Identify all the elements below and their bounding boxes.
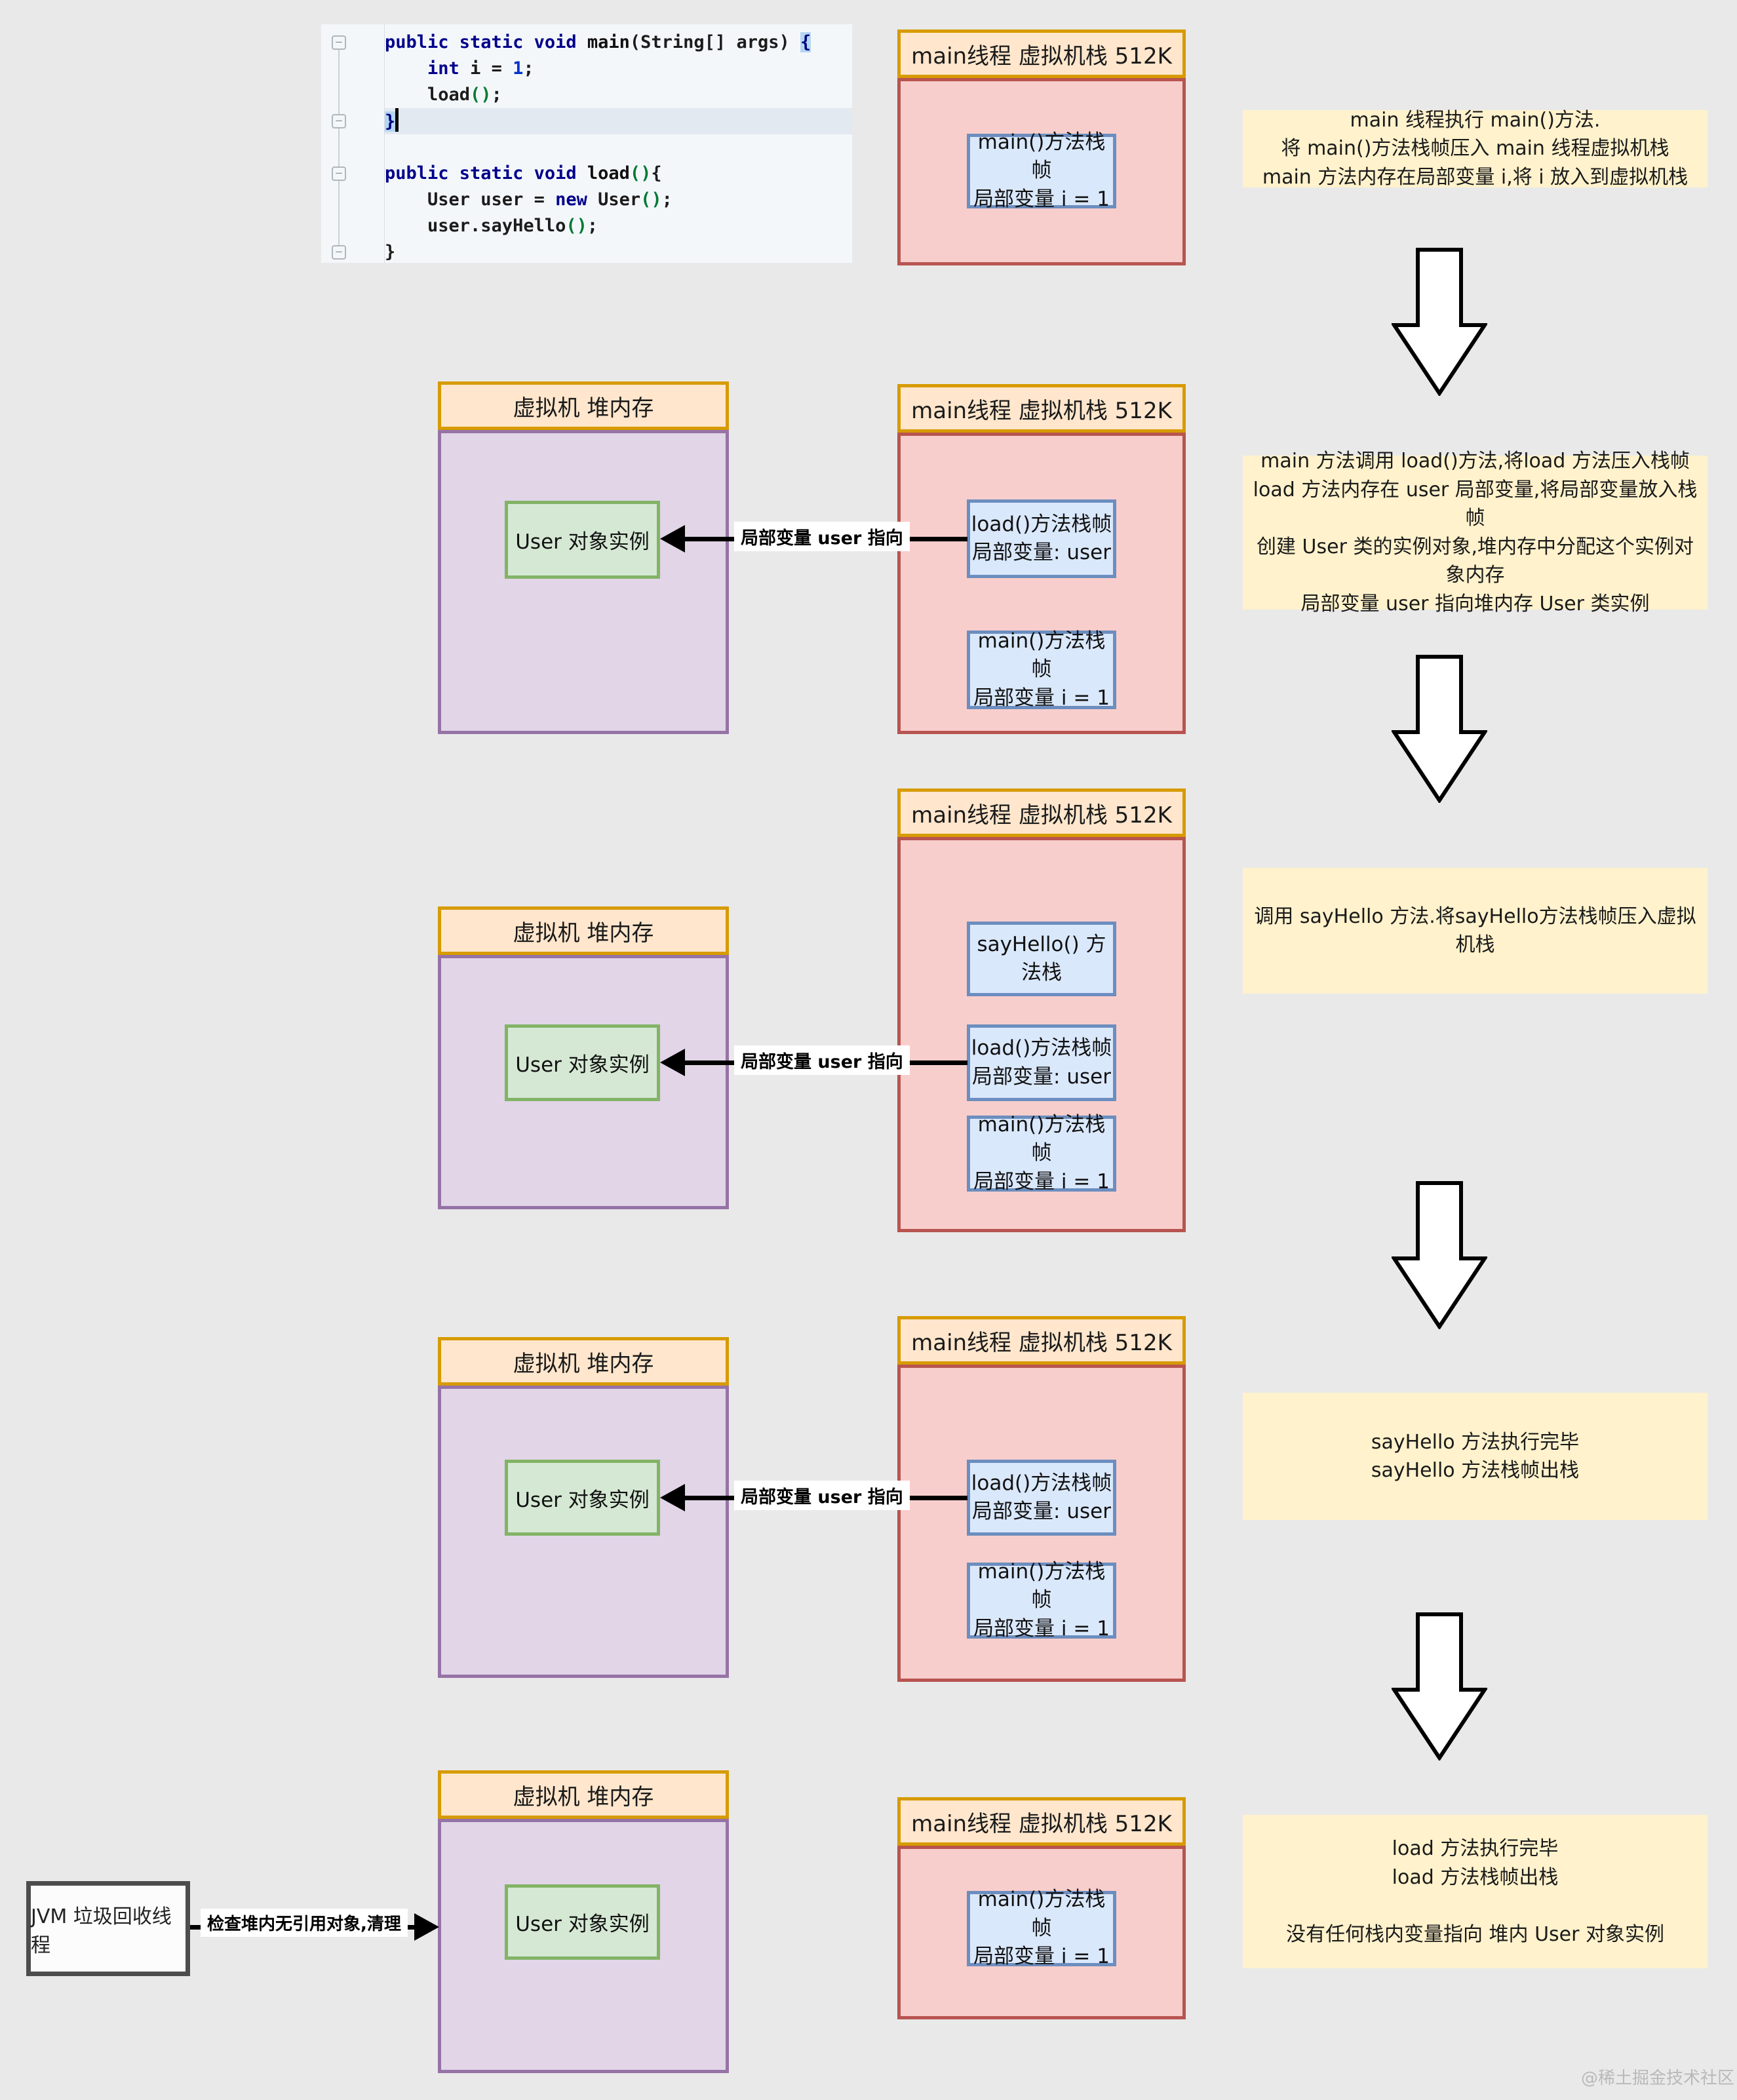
stack-frame-load: load()方法栈帧 局部变量: user	[967, 1024, 1116, 1101]
pointer-arrowhead	[660, 1049, 685, 1076]
code-fold-icon[interactable]: −	[332, 245, 346, 260]
note-step3: 调用 sayHello 方法.将sayHello方法栈帧压入虚拟机栈	[1243, 868, 1708, 994]
code-fold-icon[interactable]: −	[332, 35, 346, 50]
heap-object-user: User 对象实例	[505, 1884, 660, 1960]
heap-title: 虚拟机 堆内存	[438, 381, 729, 430]
stack-frame-load: load()方法栈帧 局部变量: user	[967, 1460, 1116, 1536]
heap-title: 虚拟机 堆内存	[438, 906, 729, 955]
code-line: public static void main(String[] args) {	[385, 32, 811, 52]
code-gutter: − − − −	[321, 24, 385, 263]
heap-object-user: User 对象实例	[505, 1460, 660, 1536]
down-arrow-icon	[1390, 1612, 1489, 1762]
code-fold-icon[interactable]: −	[332, 114, 346, 128]
heap-box-step5: 虚拟机 堆内存 User 对象实例	[438, 1770, 729, 2073]
code-line: }	[385, 242, 396, 262]
pointer-arrow-label: 局部变量 user 指向	[734, 1481, 910, 1510]
note-step5: load 方法执行完毕 load 方法栈帧出栈 没有任何栈内变量指向 堆内 Us…	[1243, 1815, 1708, 1968]
stack-box-step1: main线程 虚拟机栈 512K main()方法栈帧 局部变量 i = 1	[897, 29, 1186, 265]
down-arrow-icon	[1390, 655, 1489, 804]
stack-box-step4: main线程 虚拟机栈 512K load()方法栈帧 局部变量: user m…	[897, 1316, 1186, 1682]
code-line: user.sayHello();	[385, 216, 598, 236]
stack-title: main线程 虚拟机栈 512K	[897, 1797, 1186, 1846]
heap-body	[438, 1819, 729, 2073]
text-cursor	[395, 108, 399, 132]
note-step4: sayHello 方法执行完毕 sayHello 方法栈帧出栈	[1243, 1393, 1708, 1520]
heap-object-user: User 对象实例	[505, 501, 660, 579]
heap-title: 虚拟机 堆内存	[438, 1337, 729, 1386]
down-arrow-icon	[1390, 248, 1489, 397]
code-line: load();	[385, 85, 502, 105]
stack-frame-main: main()方法栈帧 局部变量 i = 1	[967, 1113, 1116, 1194]
code-editor[interactable]: − − − − public static void main(String[] ar…	[321, 24, 852, 263]
pointer-arrowhead	[660, 1484, 685, 1511]
stack-frame-main: main()方法栈帧 局部变量 i = 1	[967, 629, 1116, 710]
stack-frame-load: load()方法栈帧 局部变量: user	[967, 499, 1116, 578]
gc-thread-box: JVM 垃圾回收线程	[26, 1881, 190, 1976]
stack-title: main线程 虚拟机栈 512K	[897, 29, 1186, 78]
pointer-arrow-label: 局部变量 user 指向	[734, 522, 910, 551]
pointer-arrowhead	[660, 525, 685, 553]
watermark: @稀土掘金技术社区	[1580, 2069, 1734, 2088]
stack-title: main线程 虚拟机栈 512K	[897, 788, 1186, 837]
code-line	[385, 134, 852, 161]
code-lines: public static void main(String[] args) {…	[385, 29, 852, 265]
gc-arrow-label: 检查堆内无引用对象,清理	[201, 1909, 408, 1937]
stack-title: main线程 虚拟机栈 512K	[897, 1316, 1186, 1365]
stack-box-step3: main线程 虚拟机栈 512K sayHello() 方法栈 load()方法…	[897, 788, 1186, 1232]
code-line: }	[385, 108, 852, 134]
code-fold-icon[interactable]: −	[332, 166, 346, 181]
heap-box-step4: 虚拟机 堆内存 User 对象实例	[438, 1337, 729, 1678]
note-step2: main 方法调用 load()方法,将load 方法压入栈帧 load 方法内…	[1243, 450, 1708, 615]
stack-frame-sayhello: sayHello() 方法栈	[967, 922, 1116, 996]
gutter-fold-line	[338, 41, 340, 254]
stack-box-step5: main线程 虚拟机栈 512K main()方法栈帧 局部变量 i = 1	[897, 1797, 1186, 2019]
stack-title: main线程 虚拟机栈 512K	[897, 384, 1186, 433]
stack-box-step2: main线程 虚拟机栈 512K load()方法栈帧 局部变量: user m…	[897, 384, 1186, 734]
note-step1: main 线程执行 main()方法. 将 main()方法栈帧压入 main …	[1243, 109, 1708, 189]
code-line: User user = new User();	[385, 189, 673, 210]
down-arrow-icon	[1390, 1181, 1489, 1331]
heap-object-user: User 对象实例	[505, 1024, 660, 1101]
code-line: int i = 1;	[427, 58, 534, 79]
code-line: public static void load(){	[385, 163, 662, 184]
heap-body	[438, 430, 729, 734]
heap-box-step2: 虚拟机 堆内存 User 对象实例	[438, 381, 729, 734]
pointer-arrow-label: 局部变量 user 指向	[734, 1045, 910, 1075]
stack-frame-main: main()方法栈帧 局部变量 i = 1	[967, 130, 1116, 211]
stack-frame-main: main()方法栈帧 局部变量 i = 1	[967, 1560, 1116, 1641]
gc-arrowhead	[414, 1913, 439, 1941]
stack-frame-main: main()方法栈帧 局部变量 i = 1	[967, 1888, 1116, 1968]
heap-box-step3: 虚拟机 堆内存 User 对象实例	[438, 906, 729, 1209]
heap-title: 虚拟机 堆内存	[438, 1770, 729, 1819]
